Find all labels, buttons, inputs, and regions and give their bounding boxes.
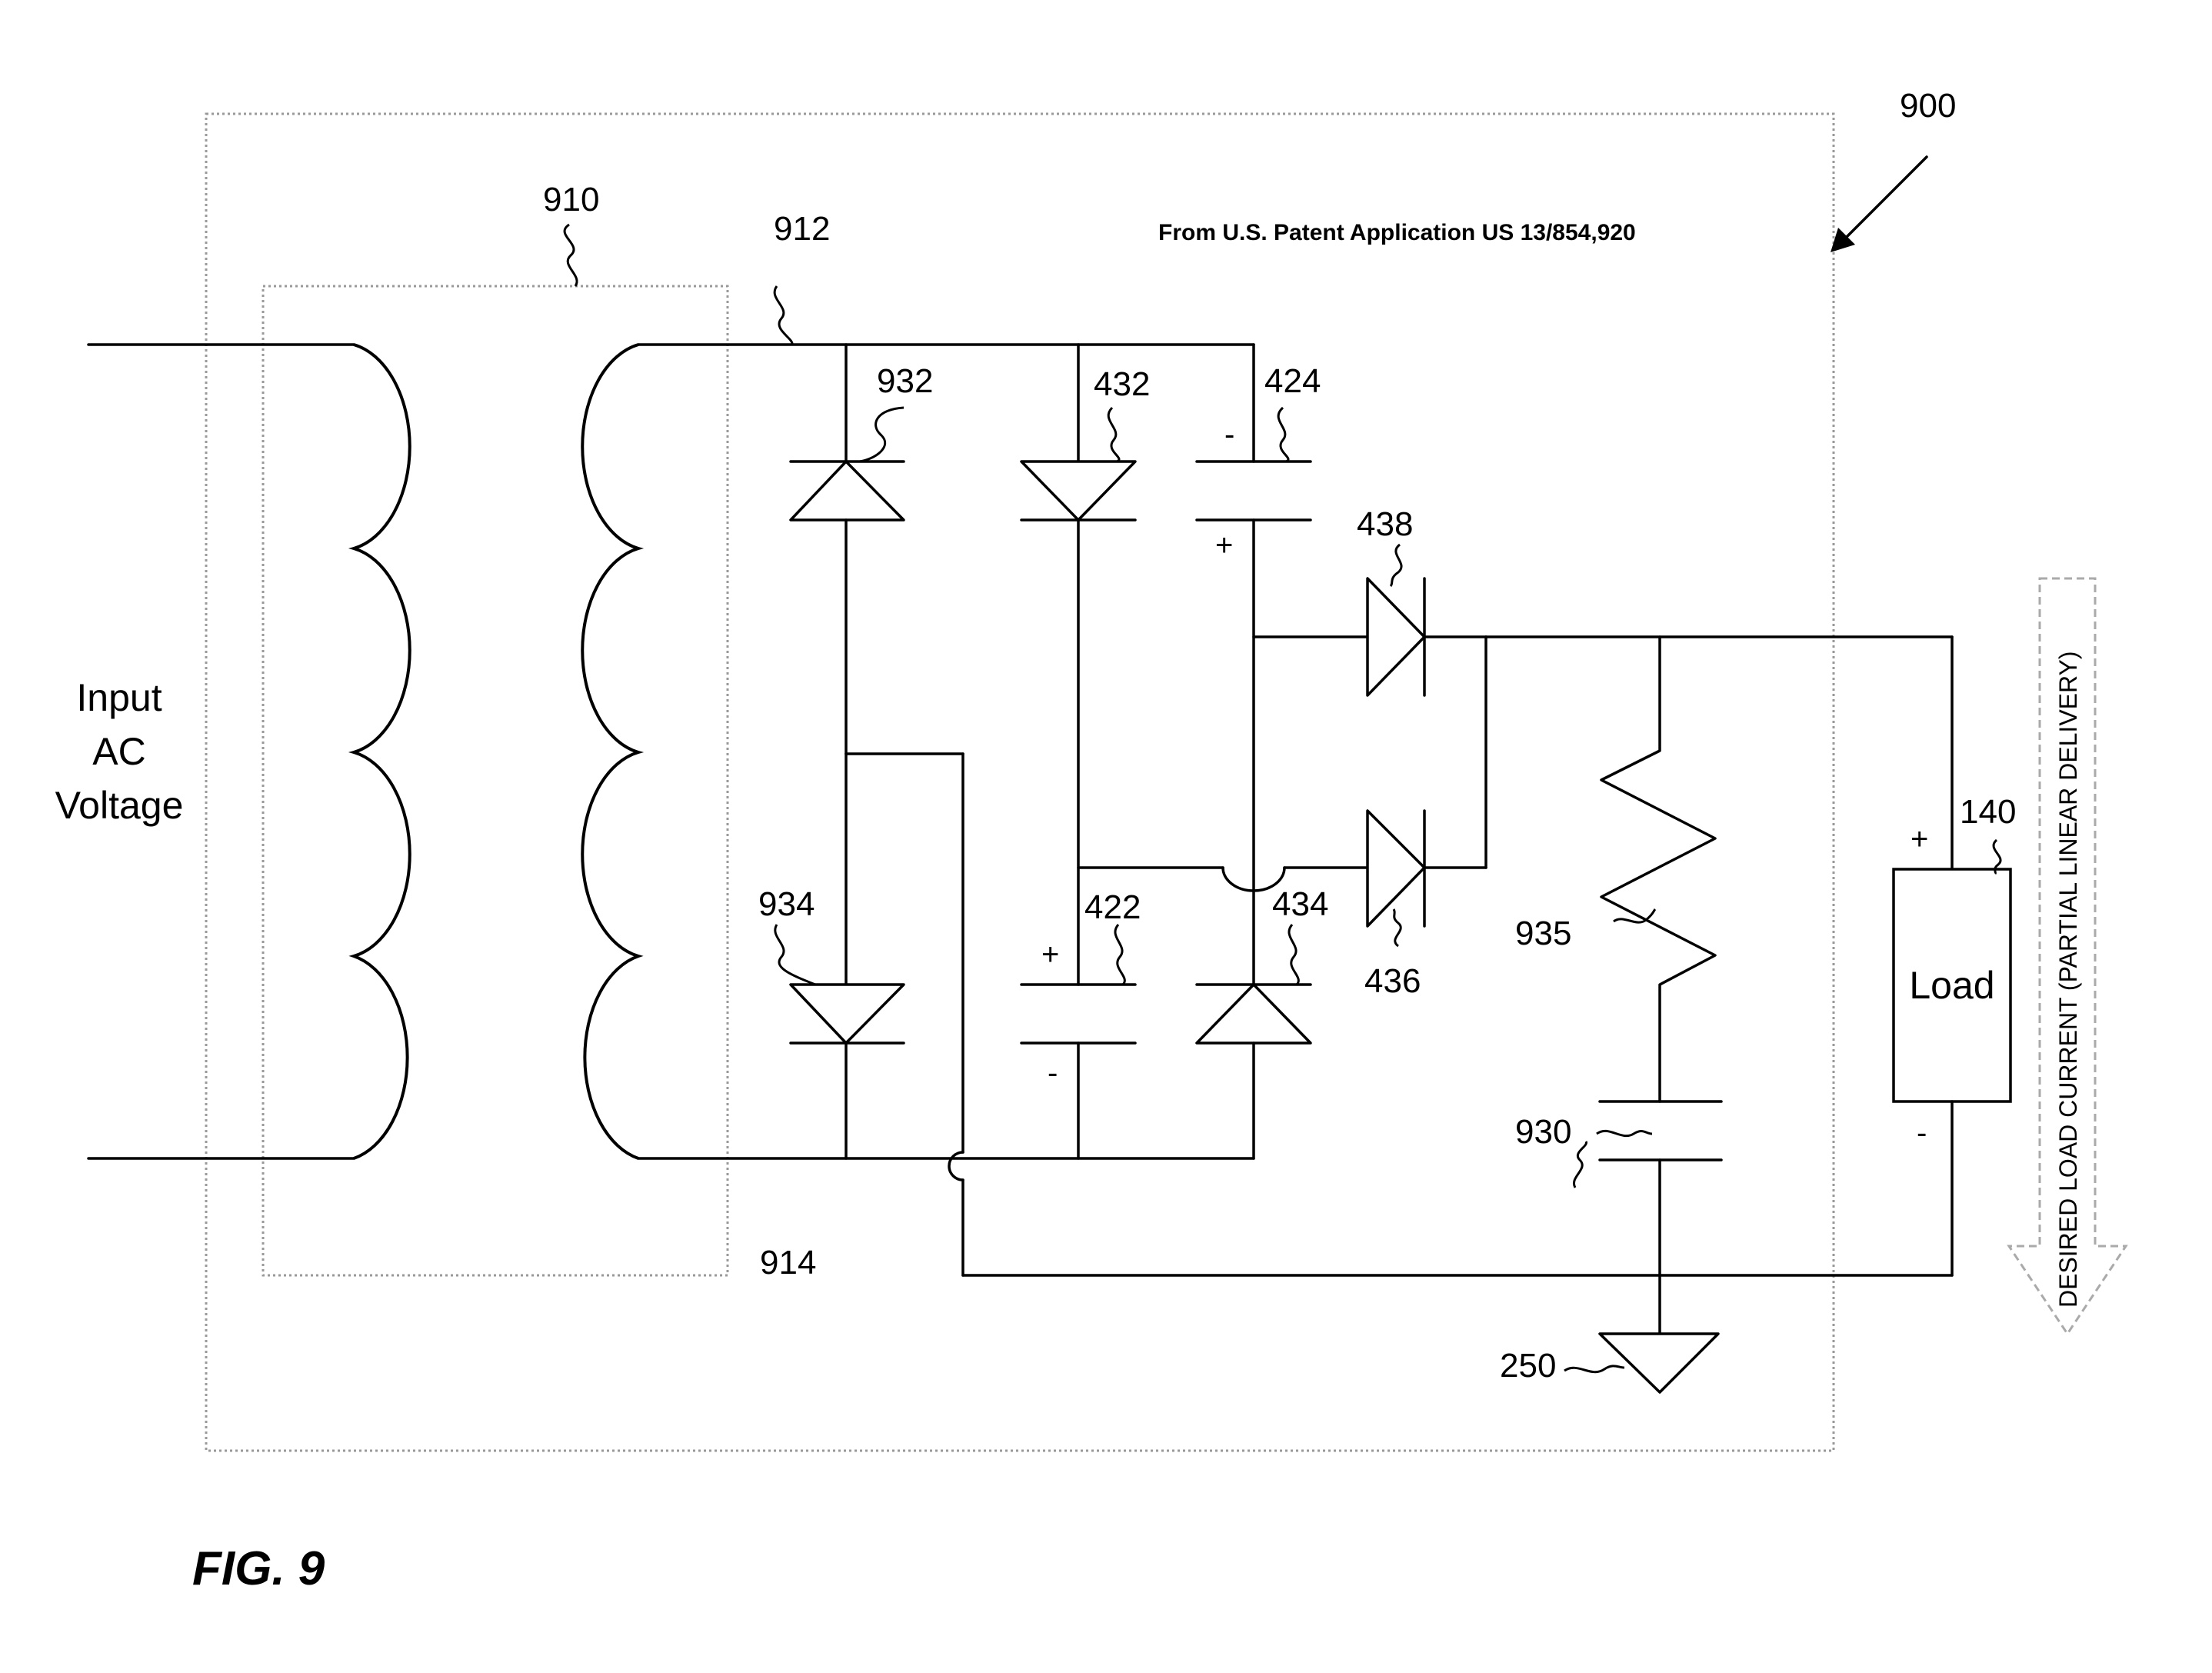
ref-250: 250 xyxy=(1500,1347,1556,1385)
diode-932 xyxy=(789,343,905,755)
ref-438: 438 xyxy=(1357,505,1413,543)
ref-424: 424 xyxy=(1264,362,1321,400)
ref-436: 436 xyxy=(1364,962,1421,1000)
transformer-boundary-910 xyxy=(262,285,729,1277)
ref-935: 935 xyxy=(1515,915,1571,952)
ref-934: 934 xyxy=(758,885,815,923)
ref-930: 930 xyxy=(1515,1113,1571,1151)
secondary-winding xyxy=(581,343,645,1160)
ref-932: 932 xyxy=(877,362,933,400)
primary-winding xyxy=(348,343,411,1160)
diode-432 xyxy=(1020,343,1137,986)
input-label-line2: AC xyxy=(92,730,145,773)
load-minus: - xyxy=(1917,1116,1927,1150)
load-140 xyxy=(1892,868,2012,1103)
ref-140: 140 xyxy=(1960,793,2016,831)
capacitor-422 xyxy=(1020,983,1137,1160)
ref-900: 900 xyxy=(1900,87,1956,125)
load-label: Load xyxy=(1909,964,1994,1007)
capacitor-930 xyxy=(1598,1100,1723,1335)
ref-910: 910 xyxy=(543,181,599,218)
cap-422-minus: - xyxy=(1048,1056,1058,1090)
cap-424-minus: - xyxy=(1224,418,1234,452)
ground-250 xyxy=(1598,1332,1720,1394)
load-plus: + xyxy=(1911,822,1928,856)
ref-arrow-900 xyxy=(1831,155,1928,252)
leader-lines xyxy=(563,223,2002,1374)
cap-424-plus: + xyxy=(1215,528,1233,562)
diode-434 xyxy=(1195,983,1312,1160)
current-arrow-label: DESIRED LOAD CURRENT (PARTIAL LINEAR DEL… xyxy=(2054,651,2082,1308)
input-leads xyxy=(87,343,355,1160)
source-note: From U.S. Patent Application US 13/854,9… xyxy=(1158,220,1636,245)
resistor-935 xyxy=(1600,635,1717,1103)
ref-422: 422 xyxy=(1084,888,1141,926)
ref-432: 432 xyxy=(1094,365,1150,403)
figure-label: FIG. 9 xyxy=(192,1542,325,1595)
system-boundary-900 xyxy=(205,112,1835,1452)
input-label-line1: Input xyxy=(76,676,162,719)
ref-434: 434 xyxy=(1272,885,1328,923)
ref-912: 912 xyxy=(774,210,830,248)
cap-422-plus: + xyxy=(1041,938,1059,971)
diode-436 xyxy=(1366,809,1426,928)
load-current-arrow xyxy=(2007,577,2128,1336)
input-label-line3: Voltage xyxy=(55,784,184,827)
ref-914: 914 xyxy=(760,1244,816,1281)
diode-438 xyxy=(1366,577,1426,697)
capacitor-424 xyxy=(1195,343,1312,986)
diode-934 xyxy=(789,752,905,1160)
